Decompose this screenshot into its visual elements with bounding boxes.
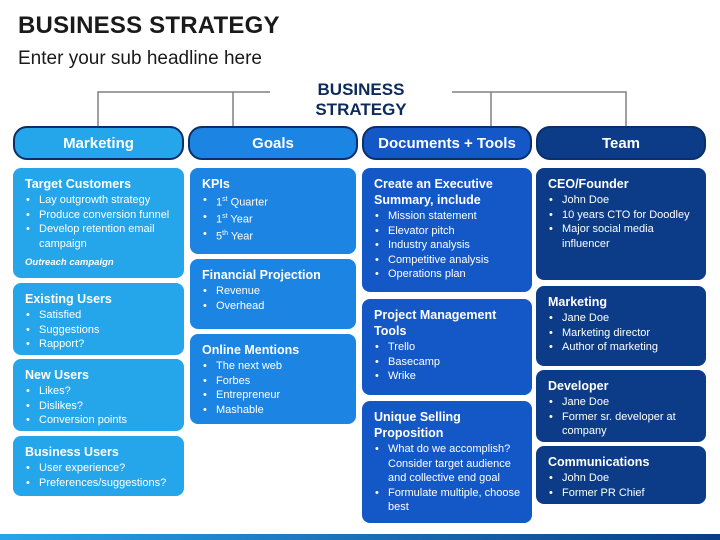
card-online-mentions: Online Mentions The next web Forbes Entr… [190, 334, 356, 424]
card-ceo-founder: CEO/Founder John Doe 10 years CTO for Do… [536, 168, 706, 280]
card-kpis: KPIs 1st Quarter 1st Year 5th Year [190, 168, 356, 254]
list-item: Satisfied [26, 308, 176, 323]
header-documents-tools: Documents + Tools [362, 126, 532, 160]
card-title: Target Customers [25, 177, 132, 191]
list-item: The next web [203, 359, 348, 374]
header-team: Team [536, 126, 706, 160]
card-project-management-tools: Project Management Tools Trello Basecamp… [362, 299, 532, 395]
card-title: Marketing [548, 295, 608, 309]
card-title: New Users [25, 368, 89, 382]
list-item: Elevator pitch [375, 224, 524, 239]
header-documents-tools-label: Documents + Tools [378, 134, 516, 152]
list-item: Former sr. developer at company [549, 410, 698, 439]
list-item: Lay outgrowth strategy [26, 193, 176, 208]
list-item: Basecamp [375, 355, 524, 370]
slide-subtitle: Enter your sub headline here [18, 48, 262, 69]
card-title: Project Management Tools [374, 308, 497, 338]
list-item: Produce conversion funnel [26, 208, 176, 223]
list-item: Overhead [203, 299, 348, 314]
list-item: John Doe [549, 193, 698, 208]
card-target-customers: Target Customers Lay outgrowth strategy … [13, 168, 184, 278]
card-title: Existing Users [25, 292, 112, 306]
connector-left [97, 91, 272, 126]
card-title: Online Mentions [202, 343, 300, 357]
card-communications: Communications John Doe Former PR Chief [536, 446, 706, 504]
header-goals-label: Goals [252, 134, 294, 152]
list-item: Former PR Chief [549, 486, 698, 501]
card-financial-projection: Financial Projection Revenue Overhead [190, 259, 356, 329]
card-existing-users: Existing Users Satisfied Suggestions Rap… [13, 283, 184, 355]
list-item: Formulate multiple, choose best [375, 486, 524, 515]
card-note: Outreach campaign [25, 257, 114, 268]
list-item: 10 years CTO for Doodley [549, 208, 698, 223]
list-item: Forbes [203, 374, 348, 389]
bottom-accent-strip [0, 534, 720, 540]
card-title: CEO/Founder [548, 177, 629, 191]
header-marketing: Marketing [13, 126, 184, 160]
list-item: Mashable [203, 403, 348, 418]
card-title: Developer [548, 379, 609, 393]
card-unique-selling-proposition: Unique Selling Proposition What do we ac… [362, 401, 532, 523]
card-business-users: Business Users User experience? Preferen… [13, 436, 184, 496]
list-item: Jane Doe [549, 395, 698, 410]
slide-title: BUSINESS STRATEGY [18, 12, 280, 39]
list-item: Industry analysis [375, 238, 524, 253]
list-item: Conversion points [26, 413, 176, 428]
card-title: Financial Projection [202, 268, 321, 282]
list-item: Competitive analysis [375, 253, 524, 268]
card-new-users: New Users Likes? Dislikes? Conversion po… [13, 359, 184, 431]
list-item: User experience? [26, 461, 176, 476]
center-label: BUSINESS STRATEGY [270, 80, 452, 120]
list-item: 5th Year [203, 227, 348, 244]
list-item: Likes? [26, 384, 176, 399]
list-item: Marketing director [549, 326, 698, 341]
card-title: Business Users [25, 445, 119, 459]
card-title: Communications [548, 455, 650, 469]
header-team-label: Team [601, 134, 641, 152]
list-item: Rapport? [26, 337, 176, 352]
card-team-marketing: Marketing Jane Doe Marketing director Au… [536, 286, 706, 366]
list-item: Dislikes? [26, 399, 176, 414]
card-developer: Developer Jane Doe Former sr. developer … [536, 370, 706, 442]
list-item: Jane Doe [549, 311, 698, 326]
list-item: Trello [375, 340, 524, 355]
header-goals: Goals [188, 126, 358, 160]
list-item: Revenue [203, 284, 348, 299]
list-item: Develop retention email campaign [26, 222, 176, 251]
list-item: Major social media influencer [549, 222, 698, 251]
connector-right [450, 91, 627, 126]
list-item: Preferences/suggestions? [26, 476, 176, 491]
list-item: 1st Quarter [203, 193, 348, 210]
card-title: KPIs [202, 177, 230, 191]
list-item: Author of marketing [549, 340, 698, 355]
header-marketing-label: Marketing [63, 134, 134, 152]
card-title: Unique Selling Proposition [374, 410, 461, 440]
list-item: Entrepreneur [203, 388, 348, 403]
list-item: Mission statement [375, 209, 524, 224]
list-item: Operations plan [375, 267, 524, 282]
list-item: What do we accomplish? Consider target a… [375, 442, 524, 486]
card-executive-summary: Create an Executive Summary, include Mis… [362, 168, 532, 292]
list-item: 1st Year [203, 210, 348, 227]
card-title: Create an Executive Summary, include [374, 177, 493, 207]
list-item: John Doe [549, 471, 698, 486]
list-item: Wrike [375, 369, 524, 384]
list-item: Suggestions [26, 323, 176, 338]
